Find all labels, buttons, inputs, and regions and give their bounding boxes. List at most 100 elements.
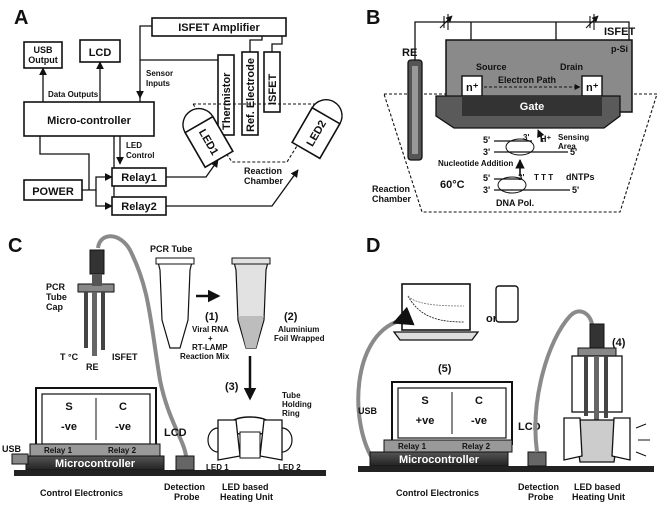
d-lcd-c-val: -ve — [471, 415, 487, 427]
led1-a: LED1 — [182, 107, 234, 169]
panel-d: D or USB (5) S C +ve -ve LCD Relay 1 Rel… — [356, 235, 654, 502]
c-lcd-c-val: -ve — [115, 421, 131, 433]
d-phone — [495, 285, 519, 323]
c-step1-1: Viral RNA — [192, 325, 229, 334]
d-probe-top — [589, 323, 605, 349]
power-relay2 — [95, 190, 113, 210]
d-usb: USB — [358, 406, 378, 416]
c-ring-3: Ring — [282, 409, 300, 418]
c-led1-housing — [217, 419, 241, 461]
thermistor-label: Thermistor — [221, 72, 233, 130]
b-polymerase-bot — [497, 176, 527, 194]
d-glow-3 — [635, 451, 647, 457]
relay2-label: Relay2 — [121, 201, 156, 213]
c-detect-2: Probe — [174, 492, 200, 502]
d-led2-housing — [611, 417, 631, 461]
c-pcr-cap-1: PCR — [46, 282, 66, 292]
d-laptop-screen — [401, 283, 471, 331]
c-ring-1: Tube — [282, 391, 301, 400]
d-detection-probe — [527, 451, 547, 467]
b-source-1 — [439, 15, 453, 29]
c-isfet: ISFET — [112, 352, 138, 362]
d-laptop-base — [392, 331, 480, 341]
c-relay1: Relay 1 — [44, 446, 73, 455]
b-polymerase-top — [505, 138, 535, 156]
isfet-probe-label: ISFET — [267, 74, 279, 105]
isfet-wire — [271, 36, 283, 52]
c-foil-rim — [231, 257, 271, 265]
isfet-amplifier-label: ISFET Amplifier — [178, 22, 260, 34]
sensor-inputs-1: Sensor — [146, 69, 173, 78]
b-drain-label: Drain — [560, 62, 583, 72]
relay1-led1 — [166, 159, 219, 178]
b-re-label: RE — [402, 47, 417, 59]
b-sensing-2: Area — [558, 142, 576, 151]
b-5p-bot: 5' — [483, 173, 490, 183]
power-label: POWER — [32, 186, 74, 198]
b-electron-path-label: Electron Path — [498, 75, 556, 85]
c-isfet-rod — [101, 292, 105, 350]
c-control-electronics: Control Electronics — [40, 488, 123, 498]
c-pcr-cap-2: Tube — [46, 292, 67, 302]
b-rc-1: Reaction — [372, 184, 410, 194]
d-probe-cap — [577, 347, 617, 357]
panel-c: C PCR Tube Cap T °C ISFET RE PCR Tube (1… — [2, 234, 326, 502]
d-control-electronics: Control Electronics — [396, 488, 479, 498]
d-lcd-s-val: +ve — [416, 415, 435, 427]
c-pcr-cap-3: Cap — [46, 302, 64, 312]
b-source-label: Source — [476, 62, 507, 72]
c-lcd-label: LCD — [164, 427, 187, 439]
b-p-si-label: p-Si — [611, 44, 628, 54]
d-step4: (4) — [612, 337, 626, 349]
d-cable — [533, 309, 594, 453]
c-pcr-tube-label: PCR Tube — [150, 244, 192, 254]
b-top-wire — [414, 21, 630, 60]
panel-c-letter: C — [8, 235, 22, 257]
b-temp: 60°C — [440, 179, 465, 191]
c-step1: (1) — [205, 311, 219, 323]
b-h-arrow — [537, 129, 545, 143]
c-base-board — [14, 470, 326, 476]
relay2-led2 — [166, 169, 299, 207]
reaction-chamber-a-2: Chamber — [244, 176, 284, 186]
c-step1-4: Reaction Mix — [180, 352, 230, 361]
b-gate — [462, 96, 602, 116]
c-led2: LED 2 — [278, 463, 301, 472]
c-step1-3: RT-LAMP — [192, 343, 228, 352]
c-pcr-tube — [157, 261, 193, 349]
b-rc-2: Chamber — [372, 194, 412, 204]
usb-output-label-1: USB — [33, 45, 53, 55]
lcd-label: LCD — [89, 47, 112, 59]
d-detect-1: Detection — [518, 482, 559, 492]
c-heat-1: LED based — [222, 482, 269, 492]
relay1-label: Relay1 — [121, 172, 156, 184]
panel-a-letter: A — [14, 7, 28, 29]
b-n-source-label: n⁺ — [466, 82, 479, 94]
c-foil-liquid — [238, 316, 264, 348]
thermistor-probe — [217, 54, 235, 136]
c-heating-core — [239, 431, 261, 459]
power-relay1 — [82, 173, 113, 191]
led-control-1: LED — [126, 141, 142, 150]
c-step2-2: Foil Wrapped — [274, 334, 325, 343]
sensor-wire-amp — [139, 25, 152, 102]
b-3p-top: 3' — [483, 147, 490, 157]
microcontroller-label: Micro-controller — [47, 115, 131, 127]
led-control-2: Control — [126, 151, 154, 160]
c-step3: (3) — [225, 381, 239, 393]
panel-b: B ISFET p-Si n⁺ n⁺ Source Drain Electron… — [366, 7, 658, 213]
c-detect-1: Detection — [164, 482, 205, 492]
isfet-amplifier-box — [151, 17, 287, 37]
b-dna-pol: DNA Pol. — [496, 198, 534, 208]
c-probe-cap-top — [89, 249, 105, 275]
c-step2-1: Aluminium — [278, 325, 319, 334]
c-cable — [96, 234, 188, 457]
c-ring-2: Holding — [282, 400, 312, 409]
b-h-plus: H⁺ — [540, 134, 551, 144]
ref-electrode-label: Ref. Electrode — [245, 58, 257, 132]
b-3p-bot-mid: 3' — [518, 173, 524, 182]
d-usb-cable — [356, 306, 415, 460]
usb-output-label-2: Output — [28, 55, 58, 65]
b-gate-label: Gate — [520, 101, 544, 113]
